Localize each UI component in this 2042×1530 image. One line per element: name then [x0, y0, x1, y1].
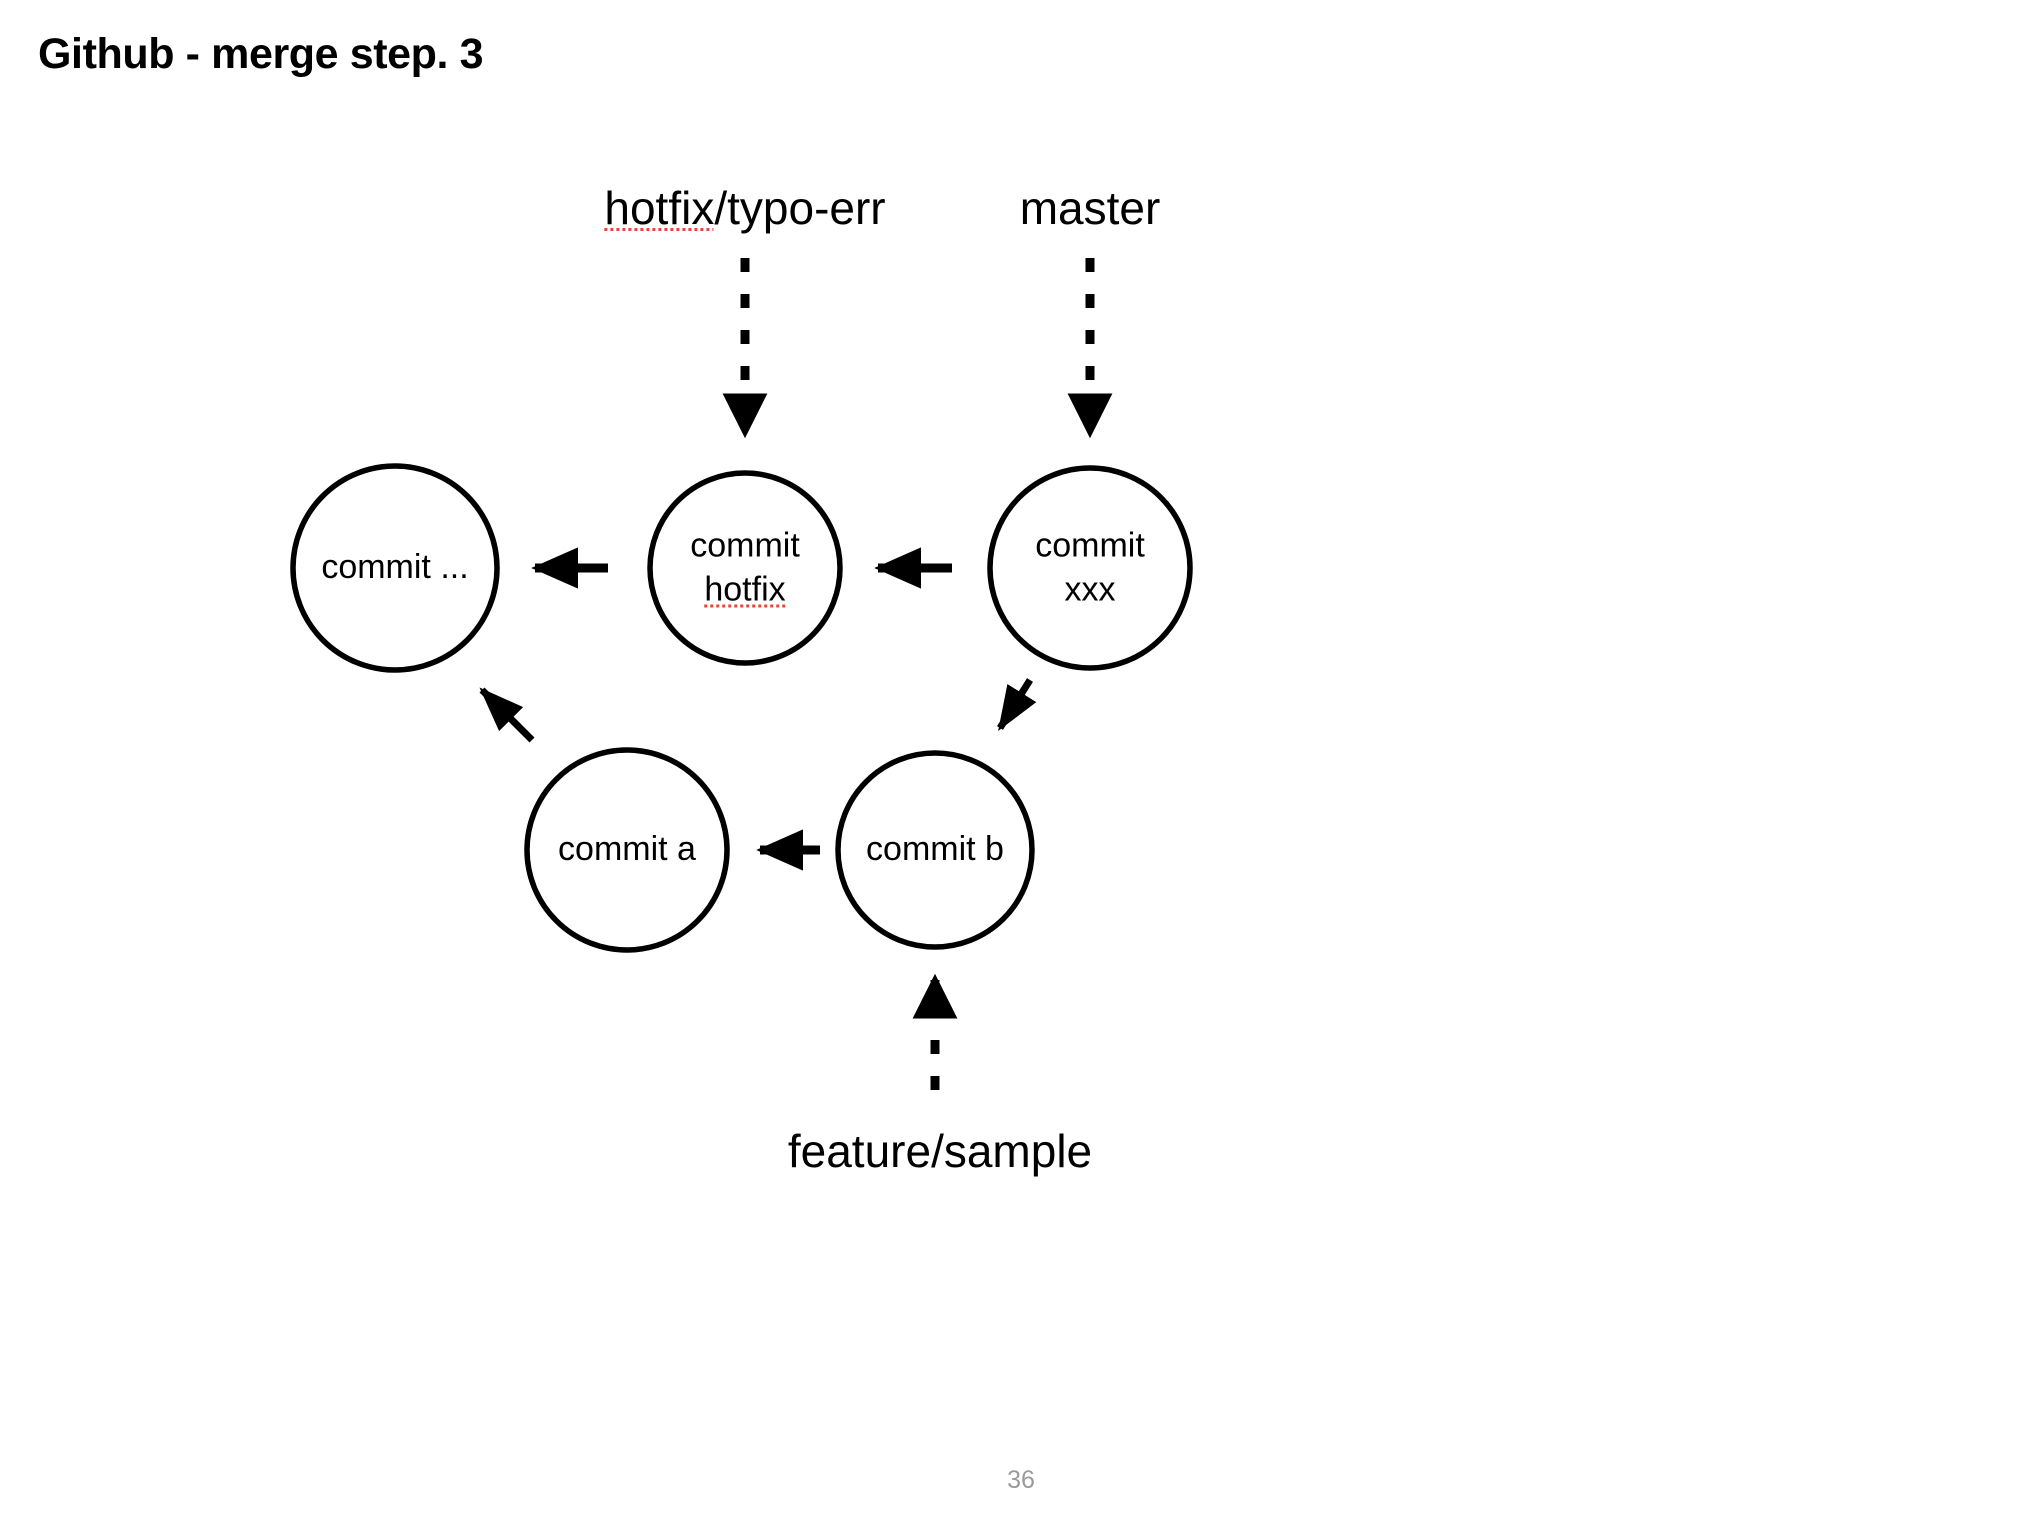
edge-xxx-to-b	[997, 678, 1037, 732]
branch-label-feature-sample-text: feature/sample	[787, 1125, 1093, 1177]
commit-node-commit-hotfix[interactable]	[647, 470, 843, 666]
branch-label-hotfix-rest-part: /typo-err	[714, 182, 886, 234]
branch-label-hotfix-typo-err[interactable]: hotfix/typo-err	[604, 185, 885, 231]
page-number: 36	[1007, 1466, 1035, 1494]
edge-a-to-dots	[479, 687, 535, 743]
branch-label-feature-sample[interactable]: feature/sample	[788, 1128, 1092, 1174]
commit-node-commit-a[interactable]	[524, 747, 730, 953]
branch-label-master-text: master	[1019, 182, 1161, 234]
page-title: Github - merge step. 3	[38, 30, 484, 78]
commit-node-commit-dots[interactable]	[290, 463, 500, 673]
commit-node-commit-b[interactable]	[835, 750, 1035, 950]
branch-label-hotfix-misspelled-part: hotfix	[604, 182, 715, 234]
commit-node-commit-xxx[interactable]	[987, 465, 1193, 671]
branch-label-master[interactable]: master	[1020, 185, 1161, 231]
